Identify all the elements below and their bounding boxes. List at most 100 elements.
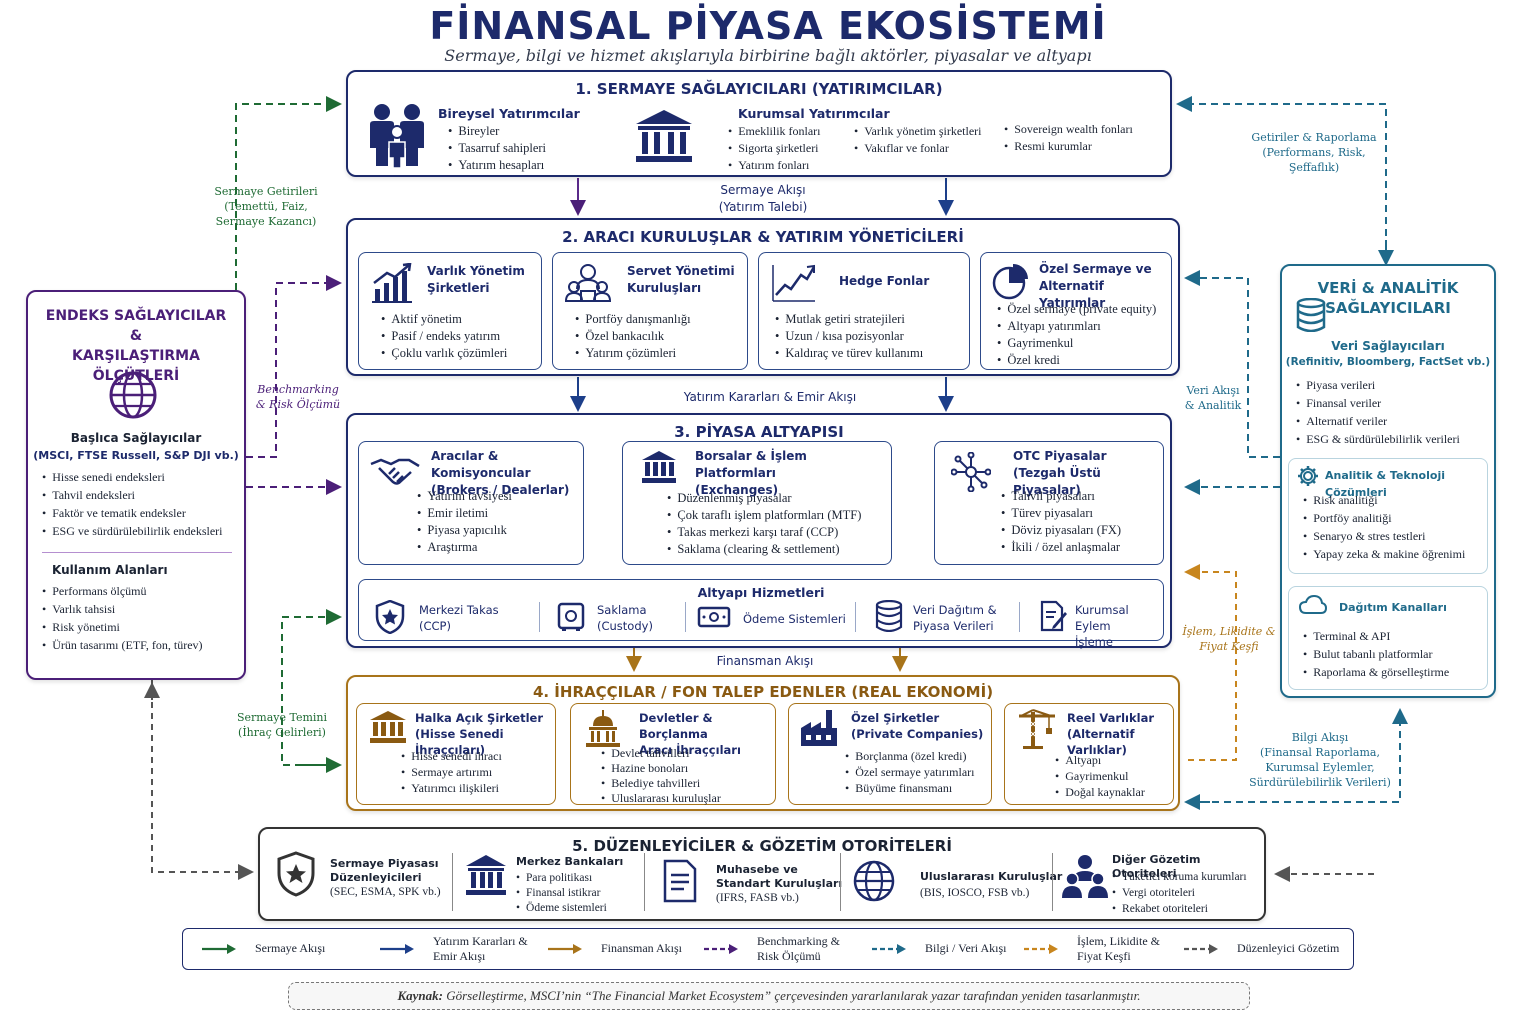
regulator-list: Tüketici koruma kurumları Vergi otoritel… bbox=[1112, 869, 1247, 917]
list-item: Türev piyasaları bbox=[1001, 505, 1121, 522]
list-item: Vergi otoriteleri bbox=[1112, 885, 1247, 901]
hedge-funds-card: Hedge Fonlar Mutlak getiri stratejileri … bbox=[758, 252, 970, 370]
infra-item-line: Veri Dağıtım & bbox=[913, 603, 997, 617]
label-line: Fiyat Keşfi bbox=[1199, 640, 1259, 653]
institutional-investors-title: Kurumsal Yatırımcılar bbox=[738, 106, 890, 121]
trade-liquidity-label: İşlem, Likidite & Fiyat Keşfi bbox=[1180, 624, 1278, 654]
document-edit-icon bbox=[1040, 600, 1067, 632]
regulator-title-line: Uluslararası Kuruluşlar bbox=[920, 870, 1063, 883]
regulator-international: Uluslararası Kuruluşlar (BIS, IOSCO, FSB… bbox=[920, 869, 1062, 901]
uses-title: Kullanım Alanları bbox=[52, 563, 168, 577]
panel-title: ENDEKS SAĞLAYICILAR & KARŞILAŞTIRMA ÖLÇÜ… bbox=[28, 306, 244, 386]
info-flow-label: Bilgi Akışı (Finansal Raporlama, Kurumsa… bbox=[1232, 730, 1408, 790]
card-title: Hedge Fonlar bbox=[839, 274, 930, 288]
divider bbox=[452, 853, 453, 911]
legend-arrow-icon bbox=[202, 944, 236, 954]
list-item: Takas merkezi karşı taraf (CCP) bbox=[667, 524, 861, 541]
exchange-building-icon bbox=[642, 451, 676, 483]
infra-item-corporate-actions: Kurumsal Eylem İşleme bbox=[1075, 602, 1163, 650]
list-item: Mutlak getiri stratejileri bbox=[775, 311, 923, 328]
card-list: Borçlanma (özel kredi) Özel sermaye yatı… bbox=[845, 748, 974, 796]
card-title-line: Şirketleri bbox=[427, 281, 490, 295]
legend-label: Benchmarking &Risk Ölçümü bbox=[757, 934, 840, 964]
card-title-line: Reel Varlıklar bbox=[1067, 711, 1155, 725]
list-item: Yatırım fonları bbox=[728, 157, 821, 174]
legend-arrow-icon bbox=[704, 944, 738, 954]
list-item: Resmi kurumlar bbox=[1004, 138, 1133, 155]
legend-item: Finansman Akışı bbox=[547, 929, 717, 969]
label-line: Sermaye Getirileri bbox=[214, 185, 318, 198]
list-item: Vakıflar ve fonlar bbox=[854, 140, 982, 157]
capitol-icon bbox=[586, 710, 620, 747]
list-item: Saklama (clearing & settlement) bbox=[667, 541, 861, 558]
regulator-sub: (BIS, IOSCO, FSB vb.) bbox=[920, 887, 1030, 899]
panel-title-line: & bbox=[129, 328, 143, 344]
list-item: Düzenlenmiş piyasalar bbox=[667, 490, 861, 507]
list-item: İkili / özel anlaşmalar bbox=[1001, 539, 1121, 556]
card-list: Özel sermaye (private equity) Altyapı ya… bbox=[997, 301, 1156, 369]
section-intermediaries: 2. ARACI KURULUŞLAR & YATIRIM YÖNETİCİLE… bbox=[346, 218, 1180, 376]
panel-title-line: KARŞILAŞTIRMA ÖLÇÜTLERİ bbox=[72, 348, 200, 384]
list-item: Raporlama & görselleştirme bbox=[1303, 663, 1449, 681]
list-item: Yapay zeka & makine öğrenimi bbox=[1303, 545, 1465, 563]
list-item: Varlık yönetim şirketleri bbox=[854, 123, 981, 140]
section-title: 1. SERMAYE SAĞLAYICILARI (YATIRIMCILAR) bbox=[575, 80, 943, 98]
label-line: Sermaye Kazancı) bbox=[215, 215, 317, 228]
pie-chart-icon bbox=[992, 264, 1028, 300]
list-item: Aktif yönetim bbox=[381, 311, 507, 328]
page-title: FİNANSAL PİYASA EKOSİSTEMİ bbox=[429, 4, 1107, 48]
list-item: Ürün tasarımı (ETF, fon, türev) bbox=[42, 636, 202, 654]
order-flow-arrows bbox=[570, 377, 954, 412]
analytics-solutions-box: Analitik & Teknoloji Çözümleri Risk anal… bbox=[1288, 458, 1488, 574]
database-icon bbox=[1296, 298, 1326, 332]
label-line: Getiriler & Raporlama bbox=[1251, 131, 1377, 144]
legend-item: Sermaye Akışı bbox=[201, 929, 371, 969]
card-list: Mutlak getiri stratejileri Uzun / kısa p… bbox=[775, 311, 923, 362]
legend-label-line: Yatırım Kararları & bbox=[433, 934, 528, 948]
list-item: Altyapı bbox=[1055, 752, 1145, 768]
list-item: Performans ölçümü bbox=[42, 582, 203, 600]
divider bbox=[1019, 602, 1020, 632]
legend-arrow-icon bbox=[548, 944, 582, 954]
gear-icon bbox=[1298, 466, 1318, 486]
infra-item-custody: Saklama (Custody) bbox=[597, 602, 653, 634]
list-item: Emir iletimi bbox=[417, 505, 512, 522]
list-item: Yatırım hesapları bbox=[448, 157, 546, 174]
legend-label-line: Bilgi / Veri Akışı bbox=[925, 941, 1007, 955]
list-item: Finansal istikrar bbox=[516, 886, 607, 901]
card-title-line: Varlık Yönetim bbox=[427, 264, 525, 278]
divider bbox=[42, 552, 232, 553]
list-item: Doğal kaynaklar bbox=[1055, 784, 1145, 800]
handshake-icon bbox=[370, 458, 420, 485]
returns-reporting-label: Getiriler & Raporlama (Performans, Risk,… bbox=[1244, 130, 1384, 175]
list-item: ESG & sürdürülebilirlik verileri bbox=[1296, 430, 1460, 448]
label-line: Bilgi Akışı bbox=[1291, 731, 1349, 744]
network-icon bbox=[951, 452, 991, 492]
panel-title: VERİ & ANALİTİK SAĞLAYICILARI bbox=[1282, 278, 1494, 318]
section-market-infrastructure: 3. PİYASA ALTYAPISI Aracılar & Komisyonc… bbox=[346, 413, 1172, 650]
list-item: Portföy danışmanlığı bbox=[575, 311, 690, 328]
regulator-title-line: Standart Kuruluşları bbox=[716, 877, 843, 890]
list-item: Tahvil piyasaları bbox=[1001, 488, 1121, 505]
divider bbox=[644, 853, 645, 911]
governments-card: Devletler & Borçlanma Aracı İhraççıları … bbox=[570, 703, 776, 805]
card-list: Düzenlenmiş piyasalar Çok taraflı işlem … bbox=[667, 490, 861, 558]
line-chart-icon bbox=[772, 264, 816, 302]
legend-arrow-icon bbox=[872, 944, 906, 954]
financing-flow-arrows bbox=[626, 648, 908, 672]
providers-list: Hisse senedi endeksleri Tahvil endeksler… bbox=[42, 468, 223, 540]
globe-icon bbox=[853, 860, 895, 902]
list-item: Kaldıraç ve türev kullanımı bbox=[775, 345, 923, 362]
family-icon bbox=[370, 104, 424, 168]
financing-flow-label: Finansman Akışı bbox=[716, 654, 814, 668]
label-line: (Finansal Raporlama, bbox=[1260, 746, 1380, 759]
list-item: Faktör ve tematik endeksler bbox=[42, 504, 223, 522]
legend-item: Düzenleyici Gözetim bbox=[1183, 929, 1353, 969]
legend-label: Düzenleyici Gözetim bbox=[1237, 941, 1339, 956]
list-item: Sigorta şirketleri bbox=[728, 140, 821, 157]
data-flow-label: Veri Akışı & Analitik bbox=[1180, 383, 1246, 413]
list-item: Emeklilik fonları bbox=[728, 123, 820, 140]
banknote-icon bbox=[697, 606, 731, 628]
channels-title: Dağıtım Kanalları bbox=[1339, 601, 1447, 614]
section-issuers: 4. İHRAÇÇILAR / FON TALEP EDENLER (REAL … bbox=[346, 675, 1180, 811]
